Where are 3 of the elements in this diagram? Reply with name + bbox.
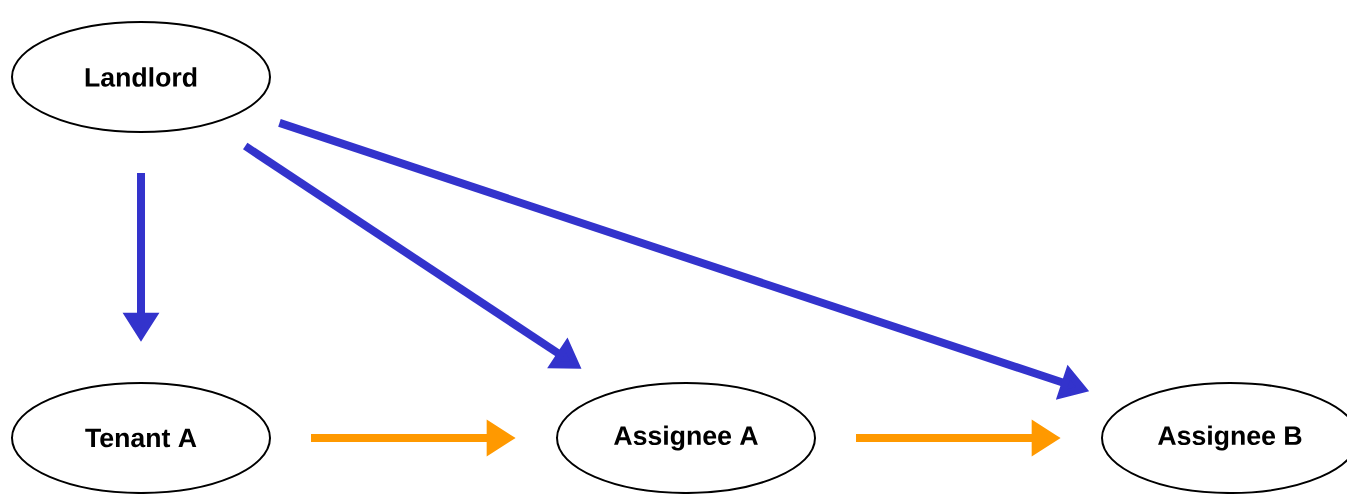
ellipse-node: Tenant A — [11, 382, 271, 494]
ellipse-node: Assignee A — [556, 382, 816, 494]
ellipse-node: Landlord — [11, 21, 271, 133]
